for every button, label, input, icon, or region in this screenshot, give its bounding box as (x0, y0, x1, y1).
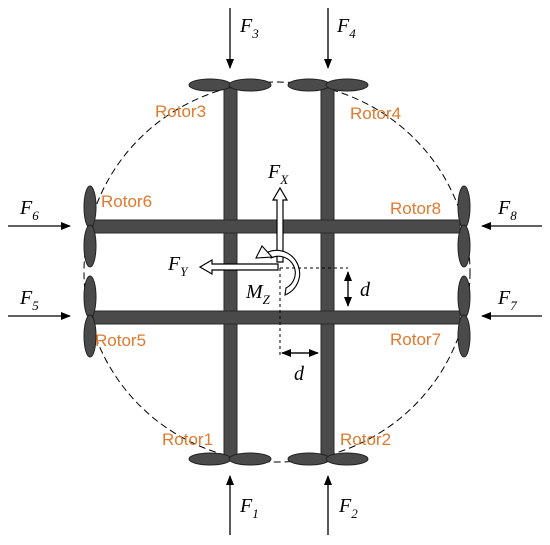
center-reference-lines (279, 267, 348, 358)
rotor-label-4: Rotor4 (350, 104, 401, 123)
rotor-label-3: Rotor3 (155, 102, 206, 121)
rotor-2-propeller (287, 452, 369, 466)
horizontal-arm-bottom (92, 310, 461, 325)
fy-label: FY (167, 253, 189, 279)
rotor-5-propeller (83, 275, 97, 358)
rotor-4-propeller (287, 78, 369, 92)
thrust-labels: F3 F4 F1 F2 F6 F5 F8 F7 (19, 15, 517, 521)
rotor-label-7: Rotor7 (390, 330, 441, 349)
rotor-8-propeller (457, 185, 471, 268)
vertical-arm-left (223, 87, 238, 459)
rotor-3-propeller (188, 78, 272, 92)
mz-moment-arrow (267, 249, 301, 296)
f1-label: F1 (239, 495, 259, 521)
frame (92, 87, 461, 459)
rotor-7-propeller (457, 275, 471, 358)
rotors (83, 78, 471, 466)
rotor-label-5: Rotor5 (95, 331, 146, 350)
f7-label: F7 (497, 287, 517, 313)
dashed-boundary-circle (83, 81, 471, 463)
mz-label: MZ (245, 281, 271, 307)
f2-label: F2 (338, 495, 358, 521)
rotor-label-1: Rotor1 (162, 430, 213, 449)
rotor-1-propeller (188, 452, 272, 466)
rotor-label-6: Rotor6 (101, 192, 152, 211)
mz-arrowhead-icon (255, 245, 274, 259)
rotor-6-propeller (83, 185, 97, 268)
vertical-arm-right (320, 87, 335, 459)
f5-label: F5 (19, 287, 39, 313)
f3-label: F3 (239, 15, 259, 41)
f6-label: F6 (19, 197, 39, 223)
fx-label: FX (267, 161, 289, 187)
dimension-vertical-label: d (360, 279, 371, 301)
f4-label: F4 (336, 15, 356, 41)
rotor-label-2: Rotor2 (340, 430, 391, 449)
fy-body-arrow (198, 258, 279, 276)
rotor-label-8: Rotor8 (390, 199, 441, 218)
dimension-horizontal-label: d (294, 363, 305, 385)
f8-label: F8 (497, 197, 517, 223)
rotor-labels: Rotor3 Rotor4 Rotor6 Rotor8 Rotor5 Rotor… (95, 102, 441, 449)
thrust-arrows (8, 8, 542, 535)
